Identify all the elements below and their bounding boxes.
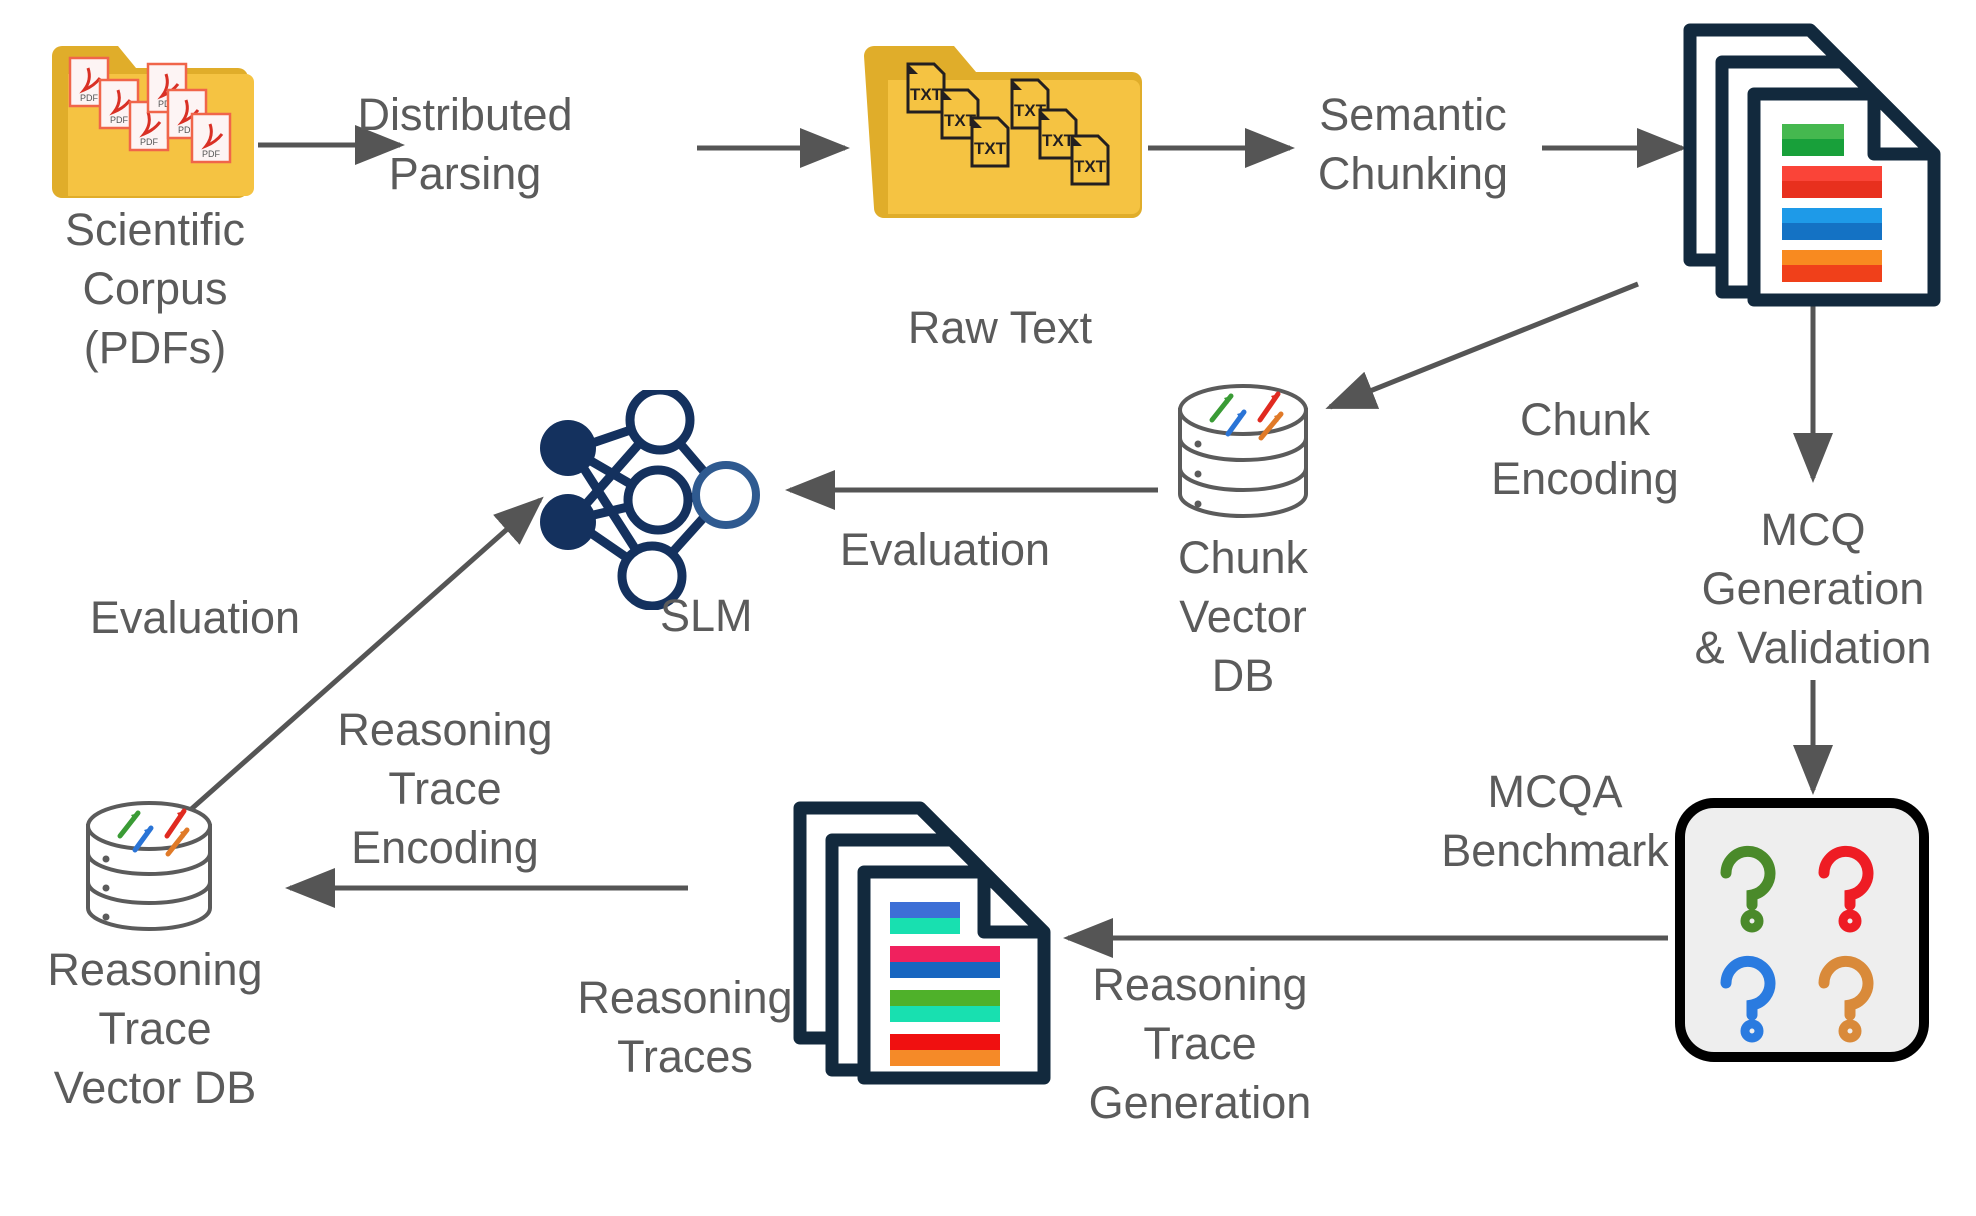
chunk-vector-db-label: Chunk Vector DB: [1177, 532, 1309, 701]
svg-text:PDF: PDF: [178, 125, 197, 135]
edge-label-chunk-encoding: Chunk Encoding: [1491, 394, 1679, 504]
mcqa-benchmark-label: MCQA Benchmark: [1441, 766, 1669, 876]
svg-text:PDF: PDF: [140, 137, 159, 147]
edge-label-reasoning-trace-encoding: Reasoning Trace Encoding: [337, 704, 553, 873]
edge-label-semantic-chunking: Semantic Chunking: [1317, 89, 1509, 199]
svg-text:TXT: TXT: [944, 111, 977, 130]
svg-text:PDF: PDF: [202, 149, 221, 159]
slm-icon: [528, 385, 778, 611]
reasoning-trace-vector-db-icon: [78, 790, 223, 950]
svg-text:TXT: TXT: [910, 85, 943, 104]
edge-label-evaluation-chunkdb: Evaluation: [839, 524, 1051, 575]
svg-text:PDF: PDF: [110, 115, 129, 125]
mcqa-benchmark-box: [1672, 795, 1932, 1065]
scientific-corpus-icon: PDF PDF PDF PDF: [48, 22, 258, 202]
reasoning-traces-icon: [790, 798, 1060, 1088]
chunk-vector-db-icon: [1168, 372, 1318, 537]
svg-text:TXT: TXT: [1042, 131, 1075, 150]
arrow-documents-to-chunkdb: [1325, 281, 1639, 410]
raw-text-icon: TXT TXT TXT TXT: [860, 22, 1145, 222]
raw-text-label: Raw Text: [907, 302, 1093, 353]
svg-text:TXT: TXT: [974, 139, 1007, 158]
svg-text:PDF: PDF: [80, 93, 99, 103]
reasoning-traces-label: Reasoning Traces: [577, 972, 793, 1082]
edge-label-distributed-parsing: Distributed Parsing: [357, 89, 573, 199]
scientific-corpus-label: Scientific Corpus (PDFs): [64, 204, 246, 373]
svg-text:TXT: TXT: [1014, 101, 1047, 120]
svg-text:TXT: TXT: [1074, 157, 1107, 176]
slm-label: SLM: [660, 590, 753, 641]
edge-label-reasoning-trace-generation: Reasoning Trace Generation: [1088, 959, 1312, 1128]
edge-label-evaluation-tracedb: Evaluation: [89, 592, 301, 643]
chunk-documents-icon: [1680, 20, 1945, 310]
reasoning-trace-vector-db-label: Reasoning Trace Vector DB: [47, 944, 263, 1113]
edge-label-mcq-generation-validation: MCQ Generation & Validation: [1694, 504, 1932, 673]
